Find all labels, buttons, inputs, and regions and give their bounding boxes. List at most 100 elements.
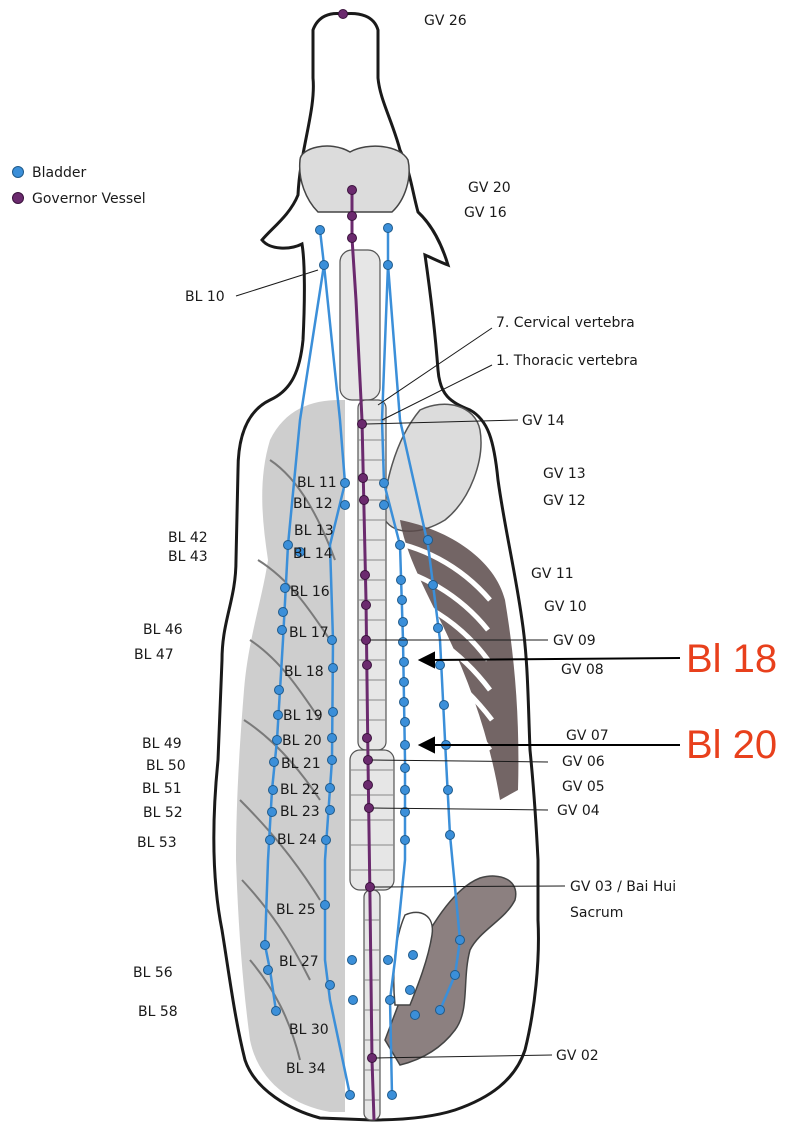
governor-vessel-point: [339, 10, 348, 19]
label-gv04: GV 04: [557, 803, 600, 819]
label-gv02: GV 02: [556, 1048, 599, 1064]
legend: Bladder Governor Vessel: [13, 165, 146, 207]
governor-vessel-point: [363, 734, 372, 743]
governor-vessel-point: [359, 474, 368, 483]
bladder-point: [434, 624, 443, 633]
label-sacrum: Sacrum: [570, 905, 623, 921]
label-gv11: GV 11: [531, 566, 574, 582]
bladder-point: [346, 1091, 355, 1100]
governor-vessel-point: [365, 804, 374, 813]
label-bl30: BL 30: [289, 1022, 329, 1038]
legend-governor-vessel-dot: [13, 193, 24, 204]
skull: [300, 146, 409, 212]
bladder-point: [384, 224, 393, 233]
governor-vessel-point: [348, 234, 357, 243]
bladder-point: [341, 479, 350, 488]
label-bl11: BL 11: [297, 475, 337, 491]
label-c7: 7. Cervical vertebra: [496, 315, 635, 331]
label-bl12: BL 12: [293, 496, 333, 512]
callout-bl20: Bl 20: [686, 723, 777, 767]
bladder-point: [380, 501, 389, 510]
bladder-point: [398, 596, 407, 605]
bladder-point: [411, 1011, 420, 1020]
bladder-point: [328, 734, 337, 743]
label-bl23: BL 23: [280, 804, 320, 820]
label-bl14: BL 14: [293, 546, 333, 562]
governor-vessel-point: [368, 1054, 377, 1063]
bladder-point: [380, 479, 389, 488]
bladder-point: [399, 618, 408, 627]
legend-governor-vessel-label: Governor Vessel: [32, 191, 146, 207]
label-gv10: GV 10: [544, 599, 587, 615]
label-bl43: BL 43: [168, 549, 208, 565]
bladder-point: [440, 701, 449, 710]
label-gv13: GV 13: [543, 466, 586, 482]
bladder-point: [456, 936, 465, 945]
bladder-point: [436, 661, 445, 670]
label-bl19: BL 19: [283, 708, 323, 724]
governor-vessel-point: [360, 496, 369, 505]
bladder-point: [269, 786, 278, 795]
bladder-point: [401, 836, 410, 845]
bladder-point: [278, 626, 287, 635]
label-gv12: GV 12: [543, 493, 586, 509]
bladder-point: [329, 708, 338, 717]
label-bl56: BL 56: [133, 965, 173, 981]
bladder-point: [321, 901, 330, 910]
callout-labels: Bl 18 Bl 20: [686, 637, 777, 767]
bladder-point: [328, 756, 337, 765]
bladder-point: [406, 986, 415, 995]
bladder-point: [328, 636, 337, 645]
label-bl53: BL 53: [137, 835, 177, 851]
bladder-point: [272, 1007, 281, 1016]
label-gv07: GV 07: [566, 728, 609, 744]
label-gv08: GV 08: [561, 662, 604, 678]
bladder-point: [322, 836, 331, 845]
label-bl27: BL 27: [279, 954, 319, 970]
governor-vessel-point: [362, 636, 371, 645]
bladder-point: [329, 664, 338, 673]
bladder-point: [349, 996, 358, 1005]
bladder-point: [384, 956, 393, 965]
label-gv20: GV 20: [468, 180, 511, 196]
bladder-point: [281, 584, 290, 593]
bladder-point: [401, 741, 410, 750]
label-bl25: BL 25: [276, 902, 316, 918]
governor-vessel-point: [363, 661, 372, 670]
bladder-point: [326, 806, 335, 815]
bladder-point: [409, 951, 418, 960]
bladder-point: [386, 996, 395, 1005]
bladder-point: [326, 784, 335, 793]
bladder-point: [275, 686, 284, 695]
bladder-point: [264, 966, 273, 975]
bladder-point: [273, 736, 282, 745]
bladder-point: [429, 581, 438, 590]
label-bl58: BL 58: [138, 1004, 178, 1020]
bladder-point: [326, 981, 335, 990]
label-gv26: GV 26: [424, 13, 467, 29]
label-bl50: BL 50: [146, 758, 186, 774]
governor-vessel-point: [348, 212, 357, 221]
label-bl34: BL 34: [286, 1061, 326, 1077]
bladder-point: [397, 576, 406, 585]
label-gv06: GV 06: [562, 754, 605, 770]
bladder-point: [388, 1091, 397, 1100]
bladder-point: [266, 836, 275, 845]
label-gv14: GV 14: [522, 413, 565, 429]
label-bl46: BL 46: [143, 622, 183, 638]
label-bl52: BL 52: [143, 805, 183, 821]
bladder-point: [436, 1006, 445, 1015]
bladder-point: [399, 638, 408, 647]
label-bl51: BL 51: [142, 781, 182, 797]
bladder-point: [268, 808, 277, 817]
bladder-point: [400, 698, 409, 707]
bladder-point: [284, 541, 293, 550]
bladder-point: [261, 941, 270, 950]
bladder-point: [424, 536, 433, 545]
bladder-point: [400, 678, 409, 687]
label-bl20: BL 20: [282, 733, 322, 749]
bladder-point: [401, 718, 410, 727]
governor-vessel-point: [364, 781, 373, 790]
